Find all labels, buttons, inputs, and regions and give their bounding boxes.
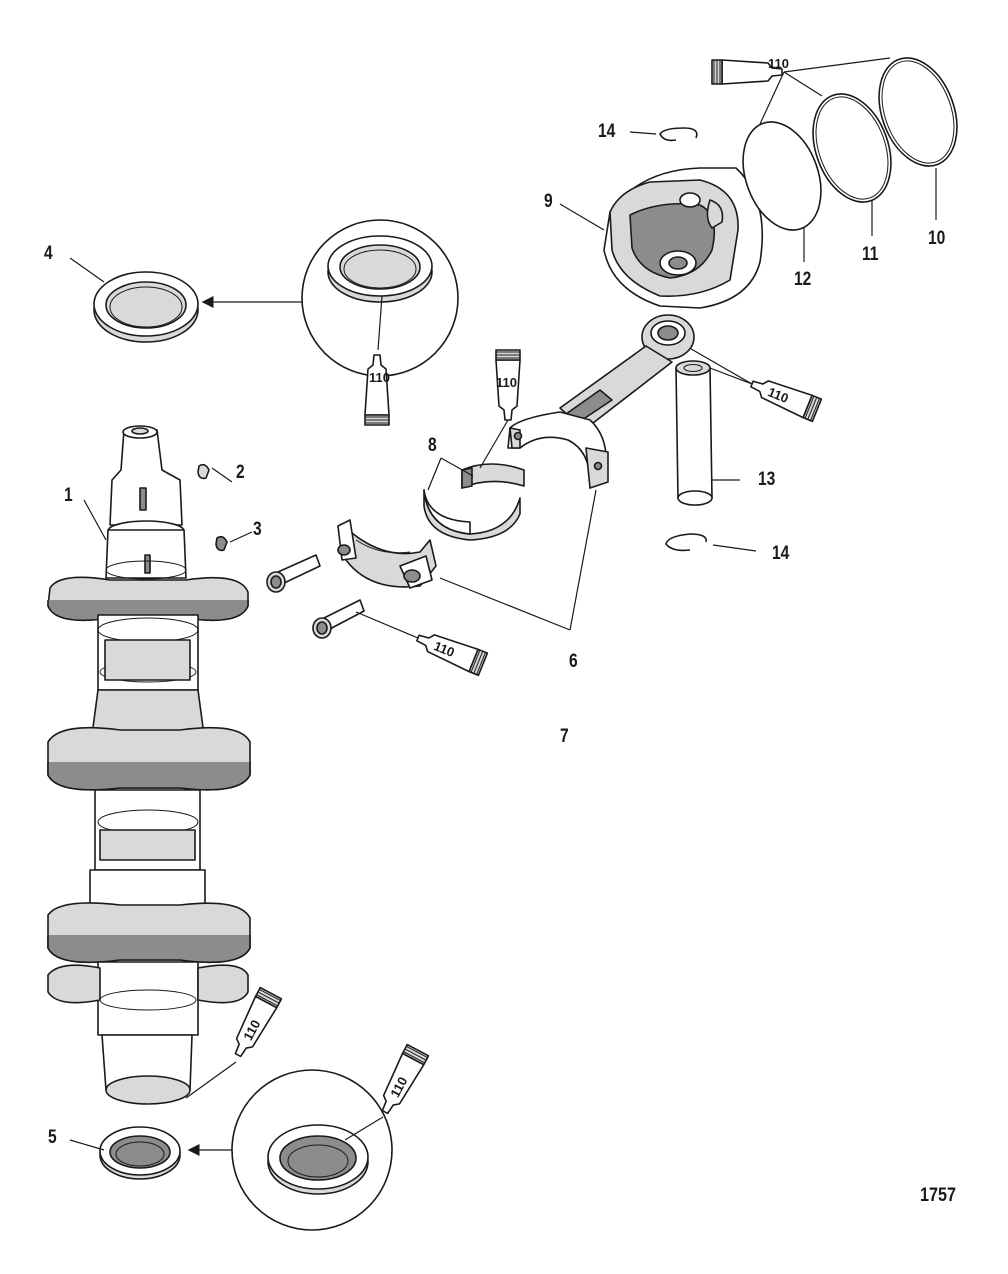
oil-seal-lower [99, 1126, 181, 1180]
piston-ring-12 [742, 121, 822, 231]
lubricant-tube-label: 110 [766, 384, 791, 406]
callout-2: 2 [236, 462, 245, 483]
lubricant-tube: 110 [364, 354, 390, 426]
key-3 [215, 535, 228, 552]
callout-14-upper: 14 [598, 121, 616, 142]
callout-12: 12 [794, 269, 812, 290]
callout-9: 9 [544, 191, 553, 212]
callout-4: 4 [44, 243, 53, 264]
circlip-upper [659, 127, 698, 142]
callout-6: 6 [569, 651, 578, 672]
piston-ring-11 [812, 93, 892, 203]
lubricant-tube-label: 110 [768, 56, 789, 71]
callout-7: 7 [560, 726, 569, 747]
lubricant-tube: 110 [711, 56, 789, 85]
piston [603, 167, 763, 309]
connecting-rod-cap [337, 519, 437, 589]
lubricant-tube: 110 [373, 1043, 430, 1119]
bearing-shell-upper [461, 463, 525, 489]
callout-8: 8 [428, 435, 437, 456]
wrist-pin [675, 360, 713, 506]
lubricant-tube: 110 [495, 349, 521, 421]
oil-seal-upper [93, 271, 199, 343]
callout-11: 11 [862, 244, 879, 265]
lubricant-tube-label: 110 [432, 638, 457, 660]
rod-bolt-2 [312, 599, 365, 639]
piston-ring-10 [878, 57, 958, 167]
lubricant-tube: 110 [746, 372, 823, 423]
lubricant-tube: 110 [412, 626, 489, 677]
callout-10: 10 [928, 228, 946, 249]
detail-circle-upper [301, 219, 459, 377]
crankshaft [47, 425, 251, 1105]
circlip-lower [665, 533, 707, 552]
bearing-shell-lower [423, 489, 521, 541]
detail-circle-lower [231, 1069, 393, 1231]
rod-bolt-1 [266, 554, 321, 593]
callout-14-lower: 14 [772, 543, 790, 564]
callout-3: 3 [253, 519, 262, 540]
callout-5: 5 [48, 1127, 57, 1148]
callout-13: 13 [758, 469, 776, 490]
connecting-rod [507, 314, 695, 489]
figure-number: 1757 [920, 1185, 956, 1206]
lubricant-tube: 110 [226, 986, 283, 1062]
woodruff-key [197, 463, 210, 480]
lubricant-tube-label: 110 [369, 370, 390, 385]
callout-1: 1 [64, 485, 73, 506]
lubricant-tube-label: 110 [496, 375, 517, 390]
